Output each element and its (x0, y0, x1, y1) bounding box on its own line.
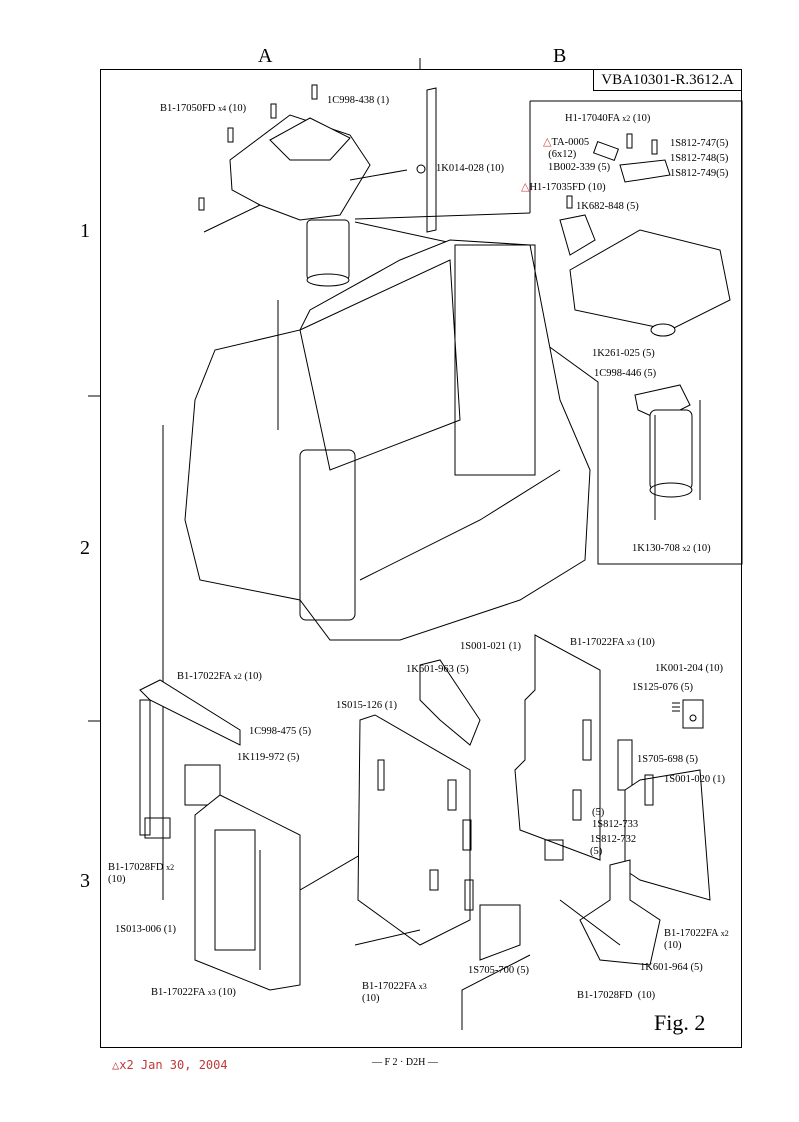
flat-cable (426, 87, 437, 233)
part-label: B1-17050FD x4 (10) (160, 103, 247, 114)
column-label-a: A (258, 45, 273, 67)
revision-triangle-icon: △ (543, 136, 552, 148)
board-1s001-021 (514, 634, 633, 861)
bracket-1k601-963 (419, 659, 481, 746)
detail-box-outline (530, 100, 743, 565)
bracket-1k601-964 (559, 859, 661, 966)
part-label: 1S125-076 (5) (632, 682, 693, 693)
part-label: 1C998-438 (1) (327, 95, 390, 106)
shutter-unit-a (203, 114, 408, 287)
board-1s001-020 (624, 769, 711, 901)
part-label: B1-17022FA x2 (10) (177, 671, 262, 682)
row-label-3: 3 (80, 870, 90, 892)
shutter-unit-b (559, 140, 731, 520)
column-label-b: B (553, 45, 567, 67)
part-label: 1S812-747(5) (670, 138, 729, 149)
part-label: B1-17028FD (10) (577, 990, 656, 1001)
part-label: 1S015-126 (1) (336, 700, 397, 711)
part-label: 1K682-848 (5) (576, 201, 639, 212)
part-label: 1C998-446 (5) (594, 368, 657, 379)
part-label: 1S013-006 (1) (115, 924, 176, 935)
part-label: B1-17022FA x3 (10) (151, 987, 236, 998)
row-label-2: 2 (80, 537, 90, 559)
board-1s013-006 (194, 794, 421, 991)
connector-1s125-076 (672, 699, 704, 729)
part-label: 1S812-732(5) (590, 834, 637, 857)
part-label: H1-17040FA x2 (10) (565, 113, 651, 124)
row-label-1: 1 (80, 220, 90, 242)
part-label: 1S705-700 (5) (468, 965, 529, 976)
part-label: 1K601-964 (5) (640, 962, 703, 973)
part-label: 1K119-972 (5) (237, 752, 300, 763)
camera-body-frame (162, 239, 591, 900)
part-label: B1-17022FA x2(10) (664, 928, 729, 951)
part-label: △H1-17035FD (10) (521, 181, 606, 193)
part-label: 1S812-749(5) (670, 168, 729, 179)
page-footer: — F 2 · D2H — (372, 1057, 438, 1068)
part-label: 1K001-204 (10) (655, 663, 723, 674)
bracket-parts (139, 679, 241, 839)
part-label: △TA-0005 (6x12) (543, 136, 590, 160)
part-label: 1C998-475 (5) (249, 726, 312, 737)
part-label: 1K130-708 x2 (10) (632, 543, 711, 554)
part-label: (5)1S812-733 (592, 807, 639, 830)
part-label: 1S812-748(5) (670, 153, 729, 164)
part-label: B1-17022FA x3 (10) (570, 637, 655, 648)
board-1s015-126 (357, 714, 521, 961)
part-label: 1S705-698 (5) (637, 754, 698, 765)
part-label: B1-17022FA x3(10) (362, 981, 427, 1004)
part-label: 1K601-963 (5) (406, 664, 469, 675)
revision-note: △x2 Jan 30, 2004 (112, 1058, 228, 1072)
part-label: 1S001-020 (1) (664, 774, 725, 785)
part-label: 1K014-028 (10) (436, 163, 504, 174)
part-label: 1K261-025 (5) (592, 348, 655, 359)
part-label: 1B002-339 (5) (548, 162, 611, 173)
revision-triangle-icon: △ (521, 181, 530, 193)
part-label: 1S001-021 (1) (460, 641, 521, 652)
screw-icons (198, 84, 658, 211)
part-label: B1-17028FD x2(10) (108, 862, 175, 885)
figure-label: Fig. 2 (654, 1010, 706, 1035)
document-id: VBA10301-R.3612.A (593, 69, 742, 91)
